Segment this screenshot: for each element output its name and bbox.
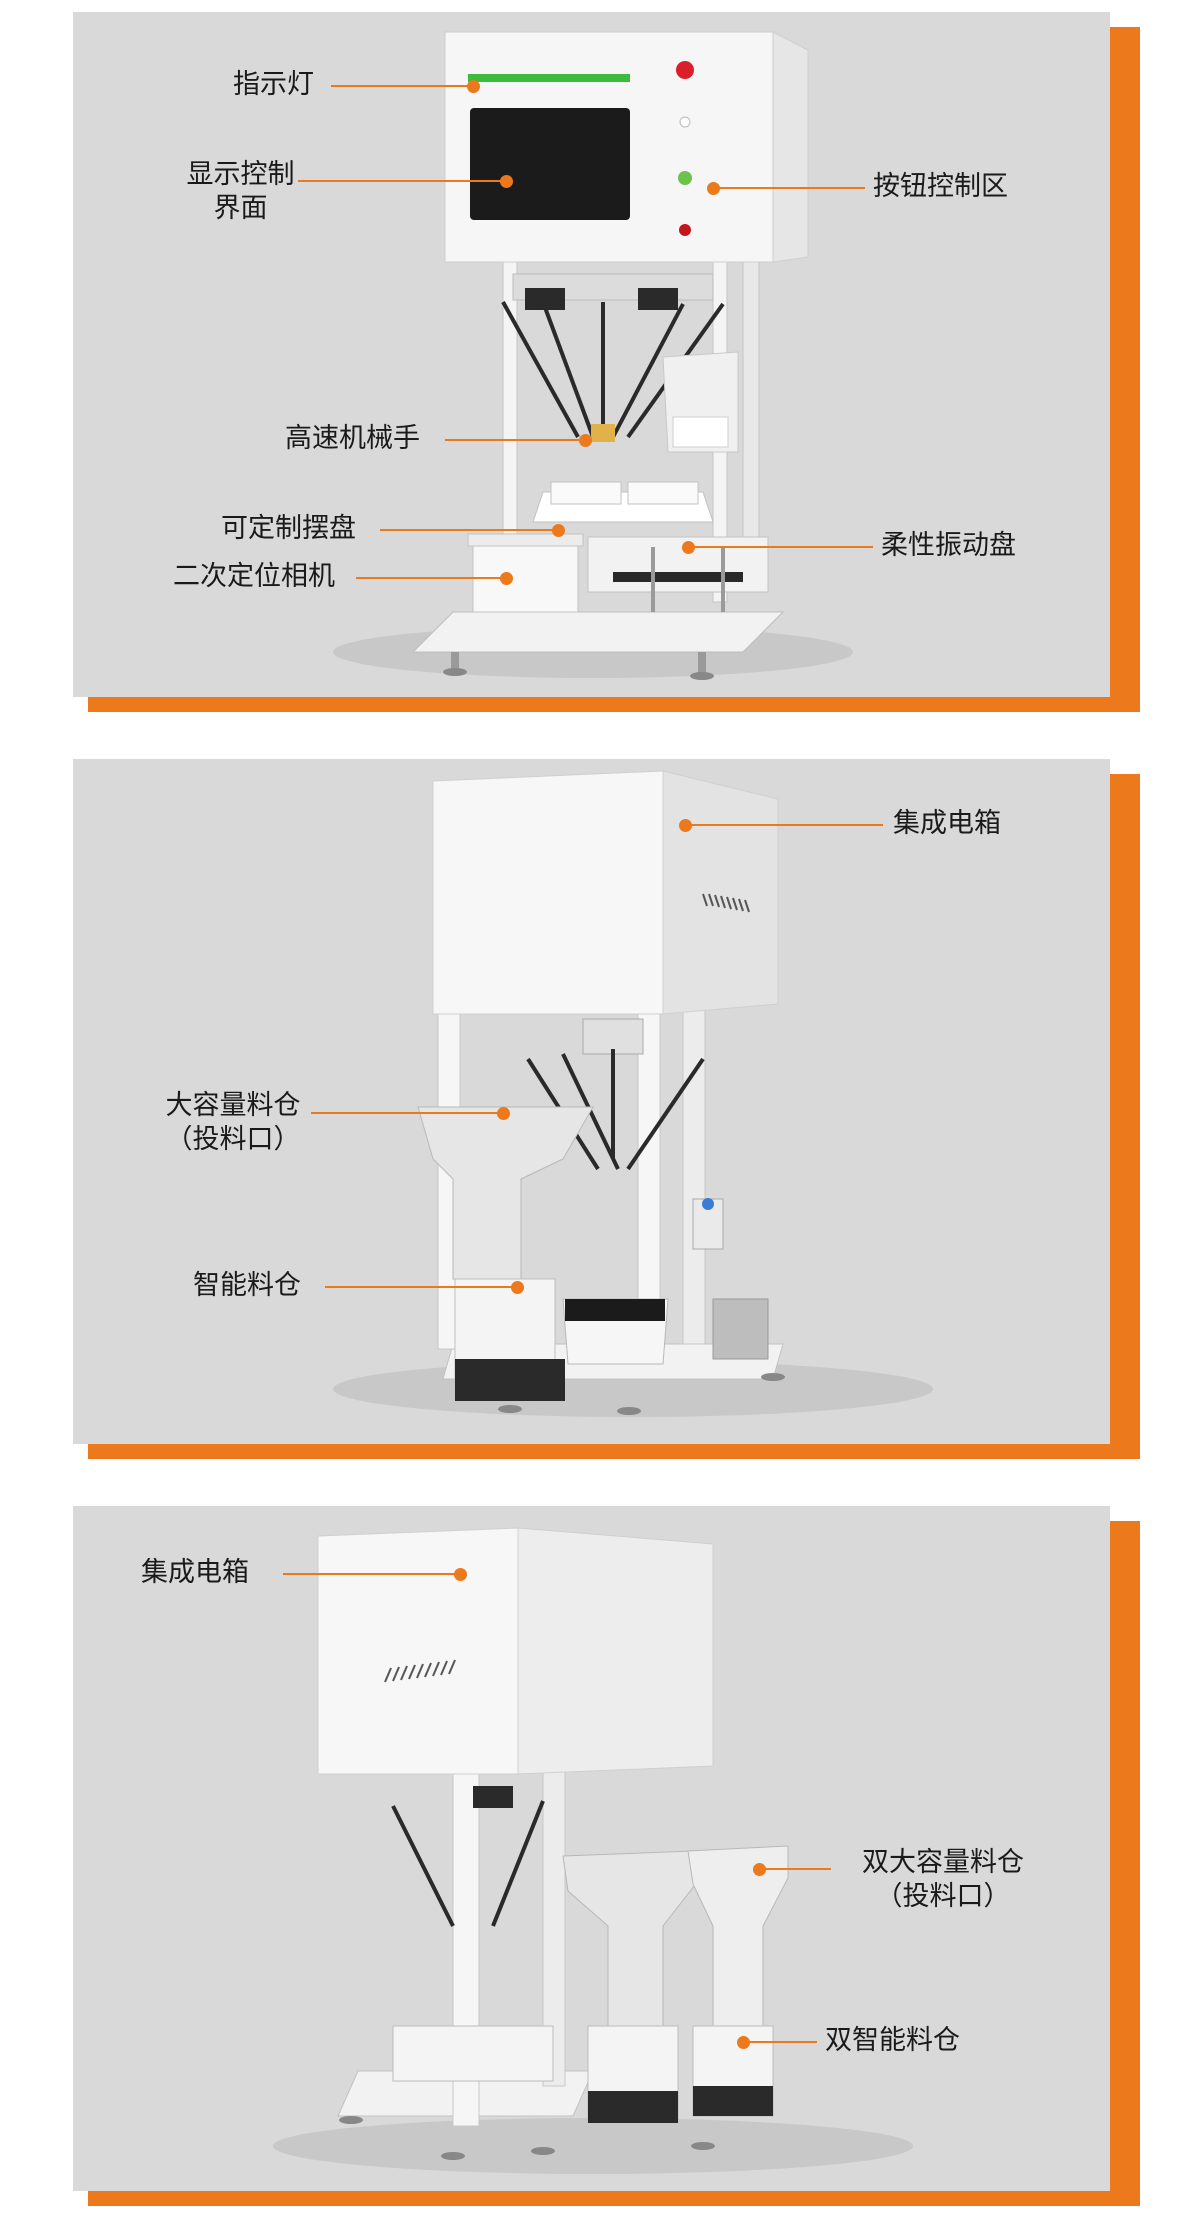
panel-background: 指示灯 显示控制 界面 按钮控制区 高速机械手 可定制摆盘 二次定位相机 柔性振…: [73, 12, 1110, 697]
leader-line: [759, 1868, 831, 1870]
label-electric-box: 集成电箱: [141, 1557, 249, 1588]
panel-background: 集成电箱 大容量料仓 （投料口） 智能料仓: [73, 759, 1110, 1444]
leader-line: [331, 85, 473, 87]
callout-dot: [552, 524, 565, 537]
callout-dot: [707, 182, 720, 195]
leader-line: [445, 439, 585, 441]
label-tray: 可定制摆盘: [221, 513, 356, 544]
label-dual-hopper: 双大容量料仓 （投料口）: [823, 1846, 1063, 1914]
label-robot: 高速机械手: [285, 423, 420, 454]
leader-line: [283, 1573, 460, 1575]
machine-illustration-dual: [273, 1527, 913, 2174]
leader-line: [380, 529, 558, 531]
callout-dot: [737, 2036, 750, 2049]
callout-dot: [497, 1107, 510, 1120]
label-hopper-line1: 大容量料仓: [165, 1090, 301, 1121]
label-display: 显示控制 界面: [173, 158, 308, 226]
callout-dot: [467, 80, 480, 93]
machine-panel-dual: 集成电箱 双大容量料仓 （投料口） 双智能料仓: [73, 1506, 1140, 2206]
machine-panel-front: 指示灯 显示控制 界面 按钮控制区 高速机械手 可定制摆盘 二次定位相机 柔性振…: [73, 12, 1140, 712]
label-electric-box: 集成电箱: [893, 808, 1001, 839]
label-buttons: 按钮控制区: [873, 171, 1008, 202]
label-vibration: 柔性振动盘: [881, 530, 1016, 561]
label-display-line2: 界面: [213, 193, 268, 224]
callout-dot: [753, 1863, 766, 1876]
machine-illustration-side: [333, 770, 933, 1417]
leader-line: [311, 1112, 503, 1114]
leader-line: [713, 187, 865, 189]
callout-dot: [454, 1568, 467, 1581]
callout-dot: [682, 541, 695, 554]
leader-line: [325, 1286, 517, 1288]
panel-background: 集成电箱 双大容量料仓 （投料口） 双智能料仓: [73, 1506, 1110, 2191]
leader-line: [356, 577, 506, 579]
label-hopper-line2: （投料口）: [165, 1124, 301, 1155]
label-dual-hopper-line1: 双大容量料仓: [862, 1847, 1024, 1878]
machine-panel-side: 集成电箱 大容量料仓 （投料口） 智能料仓: [73, 759, 1140, 1459]
label-dual-smart-bin: 双智能料仓: [825, 2025, 960, 2056]
label-camera: 二次定位相机: [173, 561, 335, 592]
callout-dot: [500, 175, 513, 188]
callout-dot: [679, 819, 692, 832]
callout-dot: [511, 1281, 524, 1294]
label-display-line1: 显示控制: [186, 159, 295, 190]
label-dual-hopper-line2: （投料口）: [875, 1881, 1011, 1912]
callout-dot: [500, 572, 513, 585]
leader-line: [685, 824, 883, 826]
machine-illustration-front: [333, 31, 853, 680]
label-indicator: 指示灯: [233, 69, 314, 100]
leader-line: [743, 2041, 817, 2043]
label-smart-bin: 智能料仓: [193, 1270, 301, 1301]
leader-line: [298, 180, 506, 182]
label-hopper: 大容量料仓 （投料口）: [133, 1089, 333, 1157]
callout-dot: [579, 434, 592, 447]
leader-line: [688, 546, 873, 548]
